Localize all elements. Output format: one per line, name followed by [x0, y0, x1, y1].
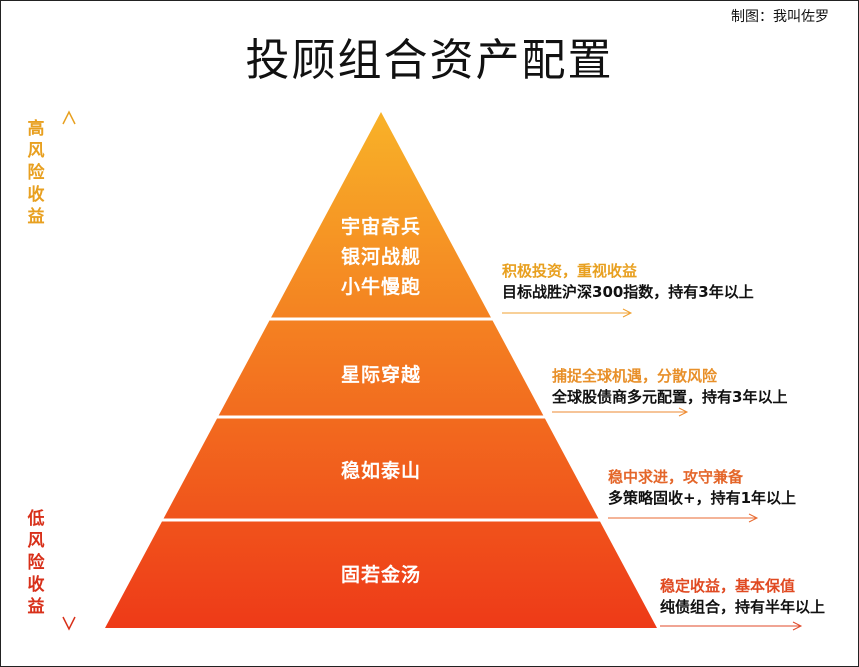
- tier-line: 星际穿越: [340, 364, 421, 386]
- desc-text: 目标战胜沪深300指数，持有3年以上: [502, 283, 754, 301]
- desc-text: 多策略固收+，持有1年以上: [608, 489, 797, 507]
- tier-label-bond: 固若金汤: [311, 560, 451, 590]
- tier-line: 稳如泰山: [340, 460, 421, 482]
- tier-label-global: 星际穿越: [311, 360, 451, 390]
- desc-title: 捕捉全球机遇，分散风险: [552, 367, 718, 385]
- desc-bond: 稳定收益，基本保值 纯债组合，持有半年以上: [660, 576, 825, 618]
- tier-label-steady: 稳如泰山: [311, 456, 451, 486]
- desc-title: 稳中求进，攻守兼备: [608, 468, 744, 486]
- desc-arrow-1: [502, 308, 633, 318]
- tier-line: 银河战舰: [340, 246, 421, 268]
- risk-axis-arrow-down: [62, 616, 76, 631]
- desc-arrow-2: [552, 407, 689, 417]
- tier-line: 固若金汤: [340, 564, 421, 586]
- risk-axis-arrow-up: [62, 110, 76, 125]
- credit-text: 制图：我叫佐罗: [731, 9, 829, 25]
- desc-arrow-4: [660, 621, 803, 631]
- low-risk-label: 低风险收益: [27, 509, 45, 617]
- desc-text: 纯债组合，持有半年以上: [660, 598, 826, 616]
- desc-text: 全球股债商多元配置，持有3年以上: [552, 388, 788, 406]
- desc-steady: 稳中求进，攻守兼备 多策略固收+，持有1年以上: [608, 467, 796, 509]
- desc-title: 积极投资，重视收益: [502, 262, 638, 280]
- desc-arrow-3: [608, 513, 759, 523]
- pyramid-shape: [105, 112, 657, 628]
- tier-line: 宇宙奇兵: [340, 216, 421, 238]
- desc-aggressive: 积极投资，重视收益 目标战胜沪深300指数，持有3年以上: [502, 261, 754, 303]
- page-title: 投顾组合资产配置: [245, 35, 614, 86]
- tier-label-aggressive: 宇宙奇兵 银河战舰 小牛慢跑: [311, 212, 451, 302]
- desc-title: 稳定收益，基本保值: [660, 577, 796, 595]
- high-risk-label: 高风险收益: [27, 119, 45, 227]
- tier-line: 小牛慢跑: [340, 276, 421, 298]
- desc-global: 捕捉全球机遇，分散风险 全球股债商多元配置，持有3年以上: [552, 366, 787, 408]
